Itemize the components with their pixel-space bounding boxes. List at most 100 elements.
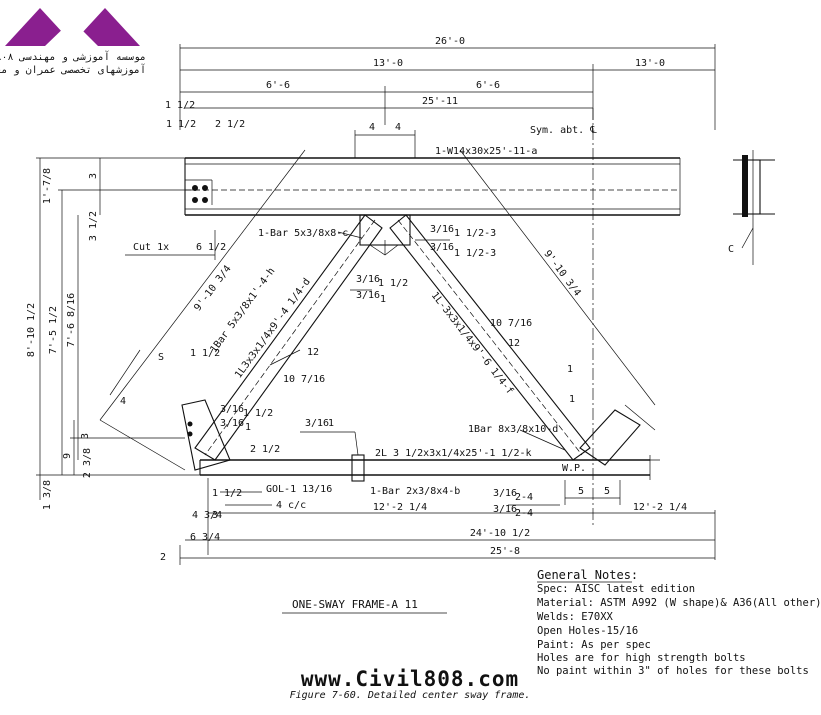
notes-heading: General Notes:: [537, 568, 638, 582]
weld-right-1b: 1: [569, 394, 575, 405]
weld-corner-1: 1: [245, 422, 251, 433]
left-corner: S 4 1 1/2 3/16 1 1/2 3/16 1 3/16 1 2 1/2: [109, 348, 359, 471]
weld-bot-3-16b: 3/16: [493, 504, 517, 515]
dim-bot-2: 2: [160, 552, 166, 563]
bottom-dimensions: 1 1/2 GOL-1 13/16 4 c/c 4 3/4 3 12'-2 1/…: [160, 478, 716, 565]
left-dimensions: 8'-10 1/2 7'-5 1/2 7'-6 8/16 1'-7/8 3 3 …: [26, 157, 226, 510]
label-left-brace: 1L3x3x1/4x9'-4 1/4-d: [233, 277, 313, 381]
top-gusset: 1-Bar 5x3/8x8-c: [258, 214, 411, 246]
dim-diag-right: 9'-10 3/4: [541, 249, 582, 299]
weld-mid-3-16b: 3/16: [356, 290, 380, 301]
weld-top-3-16a: 3/16: [430, 224, 454, 235]
dim-val-2-3-8: 2 3/8: [82, 448, 93, 478]
label-bottom-chord: 2L 3 1/2x3x1/4x25'-1 1/2-k: [375, 448, 532, 459]
dim-s: S: [158, 352, 164, 363]
dim-val-9: 9: [62, 453, 73, 459]
dim-bot-5-right: 5: [604, 486, 610, 497]
weld-corner-1-1-2: 1 1/2: [243, 408, 273, 419]
company-logo: موسسه آموزشی و مهندسی ۸۰۸ آموزشهای تخصصی…: [0, 8, 146, 76]
dim-val-3: 3: [88, 173, 99, 179]
dim-bot-1-1-2: 1 1/2: [212, 488, 242, 499]
dim-bot-3: 3: [212, 510, 218, 521]
label-bottom-bar: 1-Bar 2x3/8x4-b: [370, 486, 460, 497]
dim-half-right: 13'-0: [635, 58, 665, 69]
dim-seg-right: 6'-6: [476, 80, 500, 91]
weld-corner-r-3-16: 3/16: [305, 418, 329, 429]
note-line: Holes are for high strength bolts: [537, 652, 746, 664]
figure-caption: Figure 7-60. Detailed center sway frame.: [290, 690, 531, 701]
label-right-brace: 1L-3x3x1/4x9'-6 1/4-f: [429, 290, 516, 396]
weld-corner-3-16: 3/16: [220, 404, 244, 415]
title-text: ONE-SWAY FRAME-A 11: [292, 598, 418, 611]
note-line: Open Holes-15/16: [537, 625, 638, 637]
dim-bot-5-left: 5: [578, 486, 584, 497]
top-dimensions: 26'-0 13'-0 13'-0 6'-6 6'-6 25'-11 4 4 1…: [165, 36, 716, 158]
logo-line-1: موسسه آموزشی و مهندسی ۸۰۸: [0, 50, 146, 63]
dim-center-left: 4: [369, 122, 375, 133]
weld-mid-3-16: 3/16: [356, 274, 380, 285]
weld-right-10: 10 7/16: [490, 318, 532, 329]
dim-val-1-3-8: 1 3/8: [42, 480, 53, 510]
section-label-c: C: [728, 244, 734, 255]
dim-cut-val: 6 1/2: [196, 242, 226, 253]
dim-bot-6-3-4: 6 3/4: [190, 532, 220, 543]
weld-mid-1: 1: [380, 294, 386, 305]
dim-bot-4-3-4: 4 3/4: [192, 510, 222, 521]
logo-line-2: آموزشهای تخصصی عمران و معماری: [0, 63, 146, 76]
dim-cut: Cut 1x: [133, 242, 169, 253]
weld-corner-2-1-2: 2 1/2: [250, 444, 280, 455]
weld-top-b: 1 1/2-3: [454, 248, 496, 259]
dim-seg-left: 6'-6: [266, 80, 290, 91]
dim-bot-24: 24'-10 1/2: [470, 528, 530, 539]
dim-bot-12-left: 12'-2 1/4: [373, 502, 427, 513]
dim-vert-2: 7'-5 1/2: [48, 306, 59, 354]
weld-left-12: 12: [307, 347, 319, 358]
label-gol: GOL-1 13/16: [266, 484, 332, 495]
dim-inner: 25'-11: [422, 96, 458, 107]
bottom-chord: 2L 3 1/2x3x1/4x25'-1 1/2-k 1-Bar 2x3/8x4…: [199, 448, 651, 497]
dim-left-val-3: 3: [80, 433, 91, 439]
note-line: No paint within 3" of holes for these bo…: [537, 665, 809, 677]
dim-bot-12-right: 12'-2 1/4: [633, 502, 687, 513]
weld-bot-2-4a: 2-4: [515, 492, 533, 503]
general-notes: General Notes: Spec: AISC latest edition…: [537, 568, 821, 677]
label-wp: W.P.: [562, 463, 586, 474]
weld-top-3-16b: 3/16: [430, 242, 454, 253]
dim-left-top-2: 1 1/2: [166, 119, 196, 130]
weld-bot-3-16a: 3/16: [493, 488, 517, 499]
inner-v: [369, 240, 399, 256]
dim-overall: 26'-0: [435, 36, 465, 47]
dim-center-right: 4: [395, 122, 401, 133]
dim-vert-3: 7'-6 8/16: [66, 293, 77, 347]
dim-left-small: 2 1/2: [215, 119, 245, 130]
dim-val-3-1-2: 3 1/2: [88, 211, 99, 241]
label-top-beam: 1-W14x30x25'-11-a: [435, 146, 537, 157]
weld-left-10: 10 7/16: [283, 374, 325, 385]
weld-bot-2-4b: 2-4: [515, 508, 533, 519]
outer-diagonals: 9'-10 3/4 9'-10 3/4: [99, 149, 656, 471]
weld-right-12: 12: [508, 338, 520, 349]
dim-4: 4: [120, 396, 126, 407]
w-section-view: C: [728, 150, 775, 265]
note-line: Spec: AISC latest edition: [537, 583, 695, 595]
label-right-bar: 1Bar 8x3/8x10-d: [468, 424, 558, 435]
watermark-url: www.Civil808.com: [301, 667, 519, 691]
dim-corner-1-1-2: 1 1/2: [190, 348, 220, 359]
top-beam: 1-W14x30x25'-11-a: [184, 146, 681, 216]
weld-right-1: 1: [567, 364, 573, 375]
note-line: Paint: As per spec: [537, 639, 651, 651]
label-cc: 4 c/c: [276, 500, 306, 511]
dim-vert-1: 8'-10 1/2: [26, 303, 37, 357]
note-line: Welds: E70XX: [537, 611, 614, 623]
frame-title: ONE-SWAY FRAME-A 11: [282, 598, 447, 614]
note-line: Material: ASTM A992 (W shape)& A36(All o…: [537, 597, 821, 609]
weld-corner-3-16b: 3/16: [220, 418, 244, 429]
label-gusset-top: 1-Bar 5x3/8x8-c: [258, 228, 348, 239]
weld-corner-r-1: 1: [328, 418, 334, 429]
sym-label: Sym. abt. ℄: [530, 125, 597, 136]
dim-left-1-7-8: 1'-7/8: [42, 168, 53, 204]
dim-bot-25: 25'-8: [490, 546, 520, 557]
dim-half-left: 13'-0: [373, 58, 403, 69]
weld-top-a: 1 1/2-3: [454, 228, 496, 239]
